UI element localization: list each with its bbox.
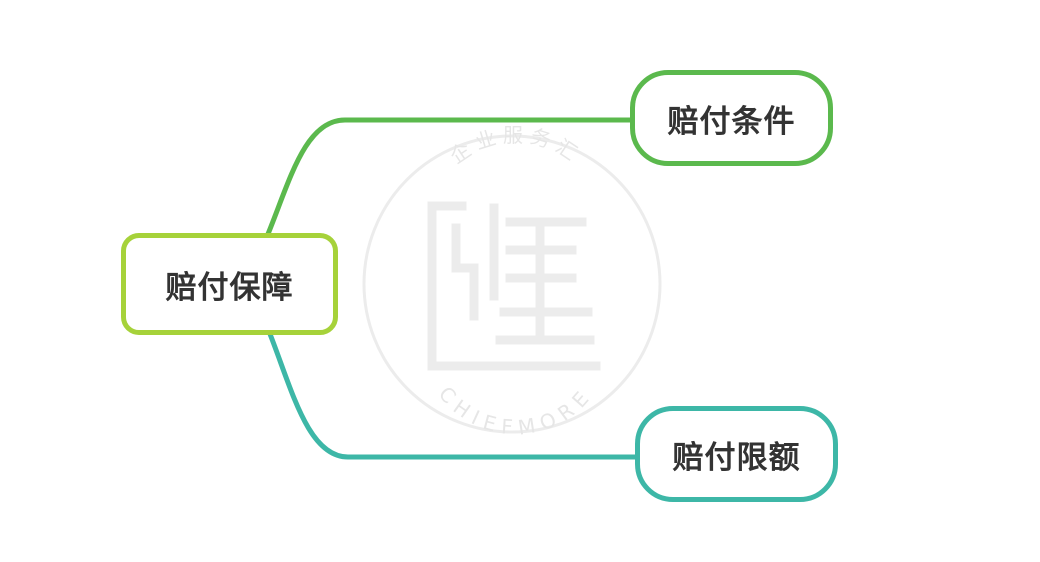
- branch-node-label: 赔付限额: [672, 439, 801, 476]
- root-node[interactable]: 赔付保障: [121, 233, 338, 335]
- watermark-logo: 企业服务汇 CHIEFMORE: [362, 123, 662, 440]
- branch-node-label: 赔付条件: [667, 103, 796, 140]
- connector-top: [265, 117, 635, 237]
- svg-text:企业服务汇: 企业服务汇: [446, 123, 587, 168]
- watermark-arc-text-top: 企业服务汇: [446, 123, 581, 168]
- connector-bottom: [267, 331, 640, 460]
- branch-node-payout-limits[interactable]: 赔付限额: [635, 406, 838, 502]
- svg-text:CHIEFMORE: CHIEFMORE: [434, 382, 598, 440]
- branch-node-payout-conditions[interactable]: 赔付条件: [630, 70, 833, 166]
- root-node-label: 赔付保障: [165, 269, 294, 306]
- watermark-arc-text-bottom: CHIEFMORE: [434, 382, 591, 440]
